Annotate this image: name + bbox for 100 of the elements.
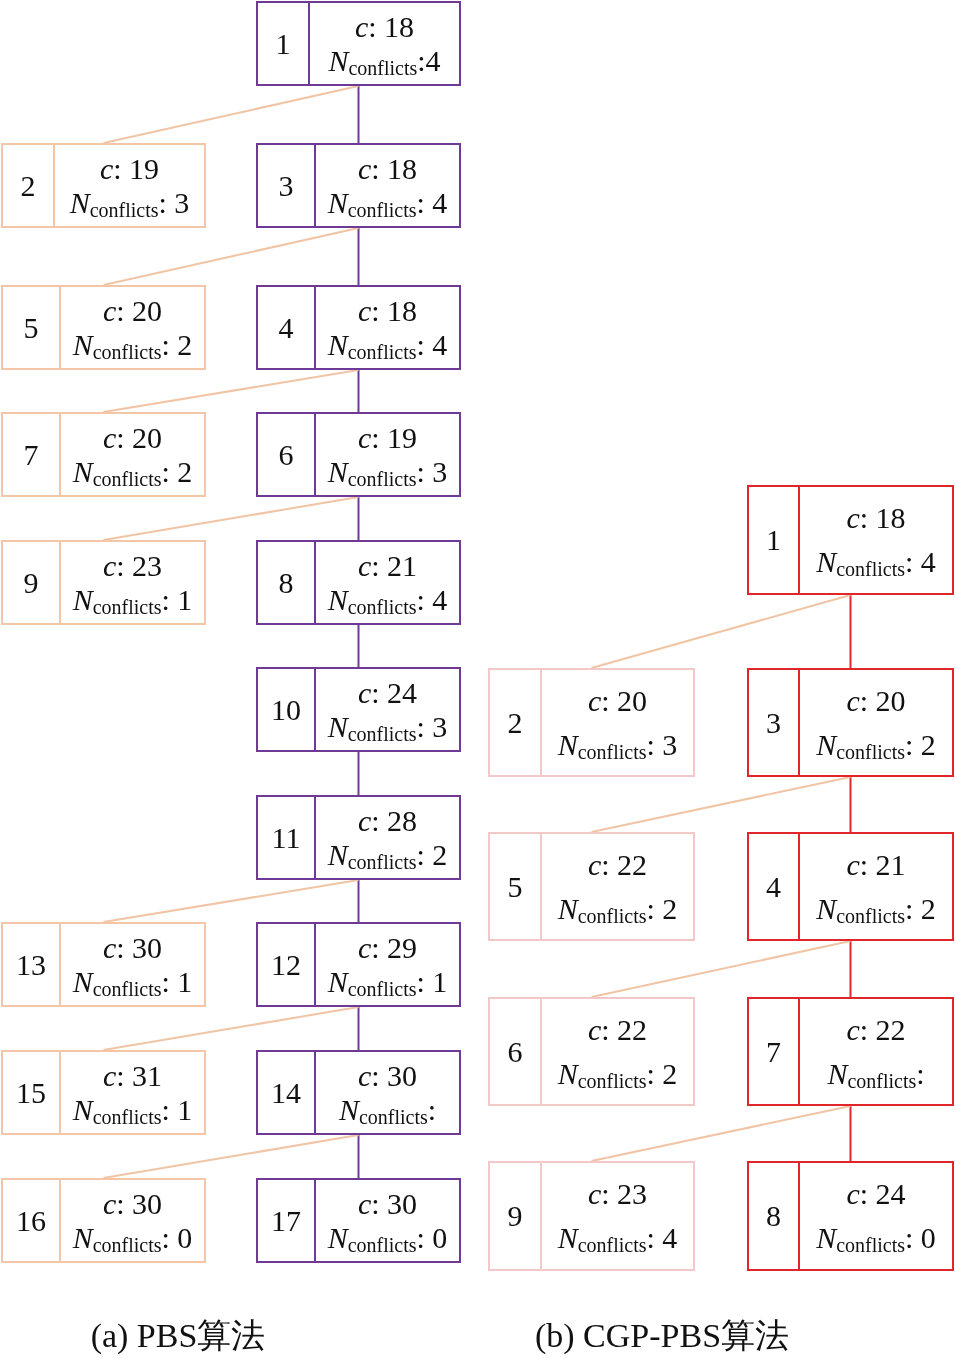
connector-line: [102, 1006, 360, 1051]
connector-line: [357, 624, 360, 668]
cost-text: c: 30: [357, 1058, 418, 1093]
conflicts-text: N$_{conflicts}$: 2: [557, 891, 678, 926]
connector-line: [849, 776, 852, 833]
cost-text: c: 21: [846, 847, 906, 882]
search-node-box: [1, 412, 206, 497]
connector-line: [102, 1134, 360, 1179]
conflicts-text: N$_{conflicts}$: 0: [816, 1221, 936, 1255]
conflicts-text: N$_{conflicts}$: 3: [69, 185, 190, 220]
node-number: 4: [278, 310, 294, 345]
cost-text: c: 22: [846, 1012, 906, 1047]
conflicts-text: N$_{conflicts}$: 2: [327, 837, 448, 872]
search-node-box: [747, 1161, 954, 1271]
node-number: 7: [23, 437, 39, 472]
conflicts-text: N$_{conflicts}$: 2: [72, 327, 193, 362]
node-number: 17: [271, 1203, 301, 1238]
node-number: 7: [766, 1034, 781, 1069]
search-node-box: [256, 143, 461, 228]
node-number: 9: [507, 1199, 523, 1233]
search-node-box: [1, 1178, 206, 1263]
connector-line: [357, 227, 360, 286]
conflicts-text: N$_{conflicts}$: 1: [72, 1092, 193, 1127]
cost-text: c: 23: [102, 548, 163, 583]
conflicts-text: N$_{conflicts}$: 4: [327, 327, 448, 362]
connector-line: [357, 85, 360, 144]
search-node-box: [256, 540, 461, 625]
conflicts-text: N$_{conflicts}$:4: [328, 43, 441, 78]
conflicts-text: N$_{conflicts}$: 4: [327, 185, 448, 220]
connector-line: [590, 776, 852, 833]
node-number: 10: [271, 692, 301, 727]
conflicts-text: N$_{conflicts}$: 3: [327, 709, 448, 744]
connector-line: [357, 751, 360, 796]
connector-line: [357, 496, 360, 541]
cost-text: c: 20: [846, 683, 906, 718]
conflicts-text: N$_{conflicts}$:: [827, 1056, 925, 1091]
node-number: 8: [278, 565, 294, 600]
connector-line: [102, 85, 360, 144]
node-number: 6: [507, 1034, 523, 1069]
conflicts-text: N$_{conflicts}$: 4: [327, 582, 448, 617]
node-number: 12: [271, 947, 301, 982]
node-number: 11: [271, 820, 301, 855]
search-node-box: [256, 412, 461, 497]
node-number: 15: [16, 1075, 46, 1110]
search-node-box: [256, 922, 461, 1007]
connector-line: [849, 940, 852, 998]
cost-text: c: 20: [587, 683, 648, 718]
node-number: 9: [23, 565, 39, 600]
conflicts-text: N$_{conflicts}$:: [338, 1092, 437, 1127]
conflicts-text: N$_{conflicts}$: 4: [816, 545, 936, 579]
node-number: 13: [16, 947, 46, 982]
cost-text: c: 19: [99, 151, 160, 186]
cost-text: c: 24: [357, 675, 418, 710]
search-node-box: [488, 668, 695, 777]
cost-text: c: 22: [587, 847, 648, 882]
conflicts-text: N$_{conflicts}$: 2: [816, 727, 936, 762]
node-number: 5: [507, 869, 523, 904]
node-number: 3: [278, 168, 294, 203]
connector-line: [357, 369, 360, 413]
connector-line: [102, 227, 360, 286]
node-number: 2: [20, 168, 36, 203]
node-number: 16: [16, 1203, 46, 1238]
cost-text: c: 18: [357, 293, 418, 328]
search-node-box: [1, 143, 206, 228]
cost-text: c: 31: [102, 1058, 163, 1093]
node-number: 2: [507, 705, 523, 740]
search-node-box: [747, 832, 954, 941]
cost-text: c: 20: [102, 293, 163, 328]
cost-text: c: 19: [357, 420, 418, 455]
cost-text: c: 28: [357, 803, 418, 838]
connector-line: [590, 940, 852, 998]
search-node-box: [256, 1050, 461, 1135]
search-node-box: [1, 922, 206, 1007]
connector-line: [357, 1134, 360, 1179]
connector-line: [590, 594, 852, 669]
conflicts-text: N$_{conflicts}$: 4: [557, 1221, 678, 1255]
search-node-box: [488, 997, 695, 1106]
search-node-box: [488, 1161, 695, 1271]
connector-line: [357, 1006, 360, 1051]
node-number: 1: [766, 523, 781, 557]
conflicts-text: N$_{conflicts}$: 2: [816, 891, 936, 926]
conflicts-text: N$_{conflicts}$: 3: [557, 727, 678, 762]
subfigure-caption: (b) CGP-PBS算法: [534, 1316, 790, 1356]
search-node-box: [1, 540, 206, 625]
cost-text: c: 20: [102, 420, 163, 455]
subfigure-caption: (a) PBS算法: [90, 1316, 266, 1356]
connector-line: [357, 879, 360, 923]
cost-text: c: 18: [846, 501, 906, 535]
cost-text: c: 22: [587, 1012, 648, 1047]
conflicts-text: N$_{conflicts}$: 0: [72, 1220, 193, 1255]
conflicts-text: N$_{conflicts}$: 2: [557, 1056, 678, 1091]
node-number: 3: [766, 705, 781, 740]
cost-text: c: 30: [357, 1186, 418, 1221]
cost-text: c: 21: [357, 548, 418, 583]
search-node-box: [256, 1178, 461, 1263]
node-number: 1: [275, 26, 291, 61]
cost-text: c: 24: [846, 1177, 906, 1211]
connector-line: [849, 594, 852, 669]
search-node-box: [747, 485, 954, 595]
conflicts-text: N$_{conflicts}$: 3: [327, 454, 448, 489]
